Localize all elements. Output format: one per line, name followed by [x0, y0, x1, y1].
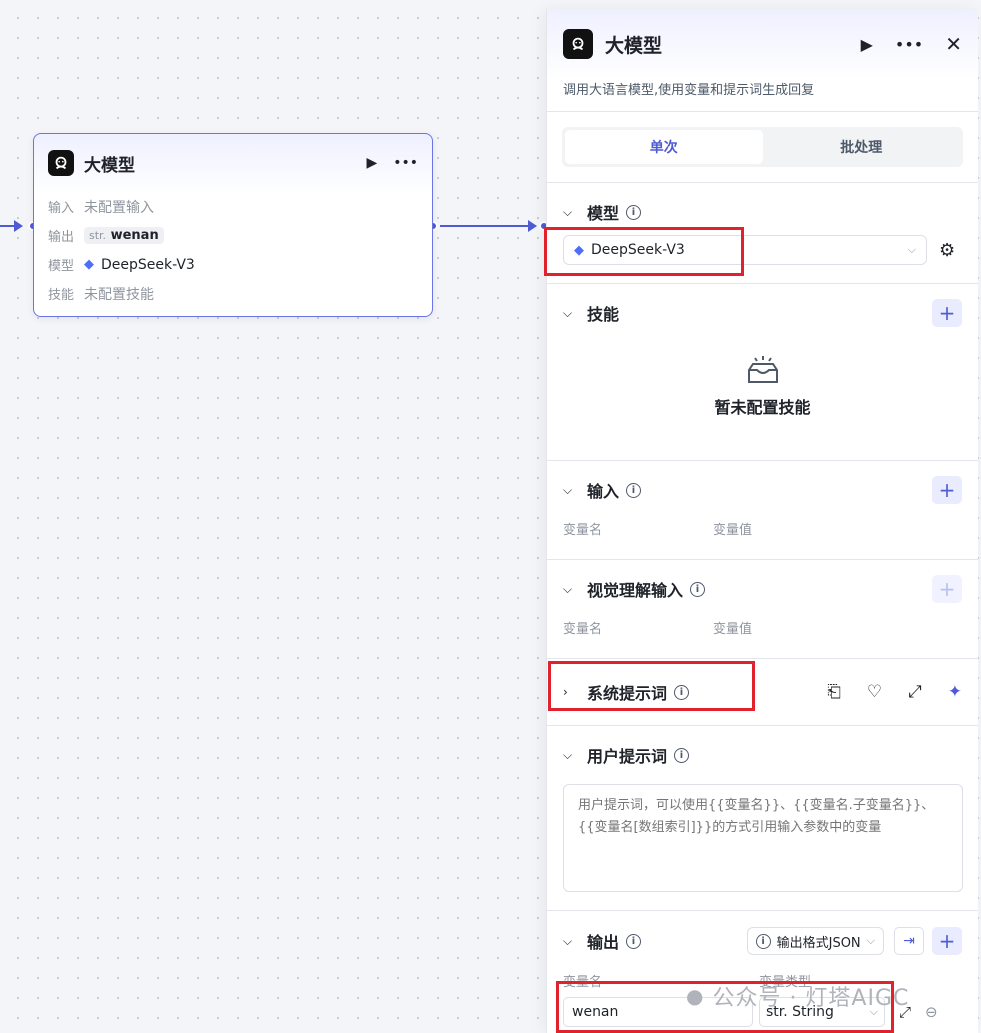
skills-section-title: 技能: [587, 305, 620, 324]
expand-icon[interactable]: ⤢: [899, 1003, 912, 1021]
node-more-icon[interactable]: •••: [393, 155, 418, 171]
system-prompt-title: 系统提示词: [587, 684, 668, 703]
lightbulb-icon[interactable]: ♡: [866, 682, 883, 702]
output-var-type-select[interactable]: str. String ⌵: [759, 997, 885, 1027]
info-icon[interactable]: i: [674, 684, 690, 700]
info-icon[interactable]: i: [674, 747, 690, 763]
mode-tabs: 单次 批处理: [562, 127, 963, 167]
panel-run-icon[interactable]: ▶: [860, 34, 873, 54]
user-prompt-textarea[interactable]: [563, 784, 963, 892]
llm-node-card[interactable]: 大模型 ▶ ••• 输入 未配置输入 输出 str. wenan 模型 ◆ De…: [33, 133, 433, 317]
expand-icon[interactable]: ⤢: [908, 682, 922, 702]
wechat-icon: ●: [686, 984, 705, 1008]
output-var-tag: str. wenan: [84, 227, 164, 244]
outgoing-edge-arrow: [528, 220, 537, 232]
chevron-down-icon: ⌵: [866, 934, 875, 947]
tab-single[interactable]: 单次: [565, 130, 763, 164]
model-select[interactable]: ◆ DeepSeek-V3 ⌵: [563, 235, 927, 265]
chevron-down-icon: ⌵: [869, 1005, 878, 1018]
info-icon[interactable]: i: [626, 482, 642, 498]
chevron-down-icon: ⌵: [907, 243, 916, 256]
model-section-title: 模型: [587, 204, 620, 223]
col-var-name: 变量名: [563, 622, 603, 637]
chevron-down-icon[interactable]: ⌵: [563, 305, 573, 320]
info-icon[interactable]: i: [690, 581, 706, 597]
outgoing-edge: [440, 225, 530, 227]
col-var-value: 变量值: [713, 622, 753, 637]
node-config-panel: 大模型 ▶ ••• ✕ 调用大语言模型,使用变量和提示词生成回复 单次 批处理 …: [546, 9, 978, 1033]
add-vision-input-button[interactable]: +: [932, 575, 962, 603]
output-var-name-input[interactable]: wenan: [563, 997, 753, 1027]
import-icon[interactable]: ⇥: [894, 927, 924, 955]
panel-more-icon[interactable]: •••: [894, 34, 924, 54]
incoming-edge: [0, 225, 16, 227]
output-format-select[interactable]: i 输出格式JSON ⌵: [746, 927, 884, 955]
gear-icon[interactable]: ⚙: [939, 239, 956, 261]
info-icon[interactable]: i: [626, 204, 642, 220]
add-input-button[interactable]: +: [932, 476, 962, 504]
model-logo-icon: [48, 150, 74, 176]
prompt-library-icon[interactable]: ⎗: [827, 682, 841, 702]
info-icon: i: [755, 933, 771, 949]
deepseek-whale-icon: ◆: [574, 242, 584, 258]
add-skill-button[interactable]: +: [932, 299, 962, 327]
panel-logo-icon: [563, 29, 593, 59]
input-section-title: 输入: [587, 482, 620, 501]
user-prompt-title: 用户提示词: [587, 747, 668, 766]
incoming-edge-arrow: [14, 220, 23, 232]
vision-section-title: 视觉理解输入: [587, 581, 684, 600]
chevron-down-icon[interactable]: ⌵: [563, 933, 573, 948]
col-var-name: 变量名: [563, 523, 603, 538]
panel-description: 调用大语言模型,使用变量和提示词生成回复: [563, 83, 815, 98]
ai-sparkle-icon[interactable]: ✦: [947, 682, 962, 702]
panel-title: 大模型: [605, 34, 663, 57]
panel-close-icon[interactable]: ✕: [945, 32, 962, 56]
watermark: ● 公众号 · 灯塔AIGC: [686, 984, 910, 1011]
empty-inbox-icon: [747, 356, 778, 383]
remove-circle-icon[interactable]: ⊖: [925, 1003, 938, 1021]
chevron-right-icon[interactable]: ›: [563, 685, 568, 699]
node-row-model: 模型 ◆ DeepSeek-V3: [48, 256, 195, 275]
col-var-value: 变量值: [713, 523, 753, 538]
chevron-down-icon[interactable]: ⌵: [563, 581, 573, 596]
output-section-title: 输出: [587, 933, 620, 952]
node-row-skills: 技能 未配置技能: [48, 286, 154, 304]
node-run-icon[interactable]: ▶: [366, 155, 378, 171]
node-row-input: 输入 未配置输入: [48, 199, 154, 217]
node-row-output: 输出 str. wenan: [34, 221, 432, 250]
skills-empty-text: 暂未配置技能: [714, 398, 811, 417]
chevron-down-icon[interactable]: ⌵: [563, 204, 573, 219]
tab-batch[interactable]: 批处理: [840, 140, 883, 156]
chevron-down-icon[interactable]: ⌵: [563, 747, 573, 762]
chevron-down-icon[interactable]: ⌵: [563, 482, 573, 497]
deepseek-whale-icon: ◆: [84, 257, 94, 272]
info-icon[interactable]: i: [626, 933, 642, 949]
node-title: 大模型: [84, 155, 135, 176]
add-output-button[interactable]: +: [932, 927, 962, 955]
